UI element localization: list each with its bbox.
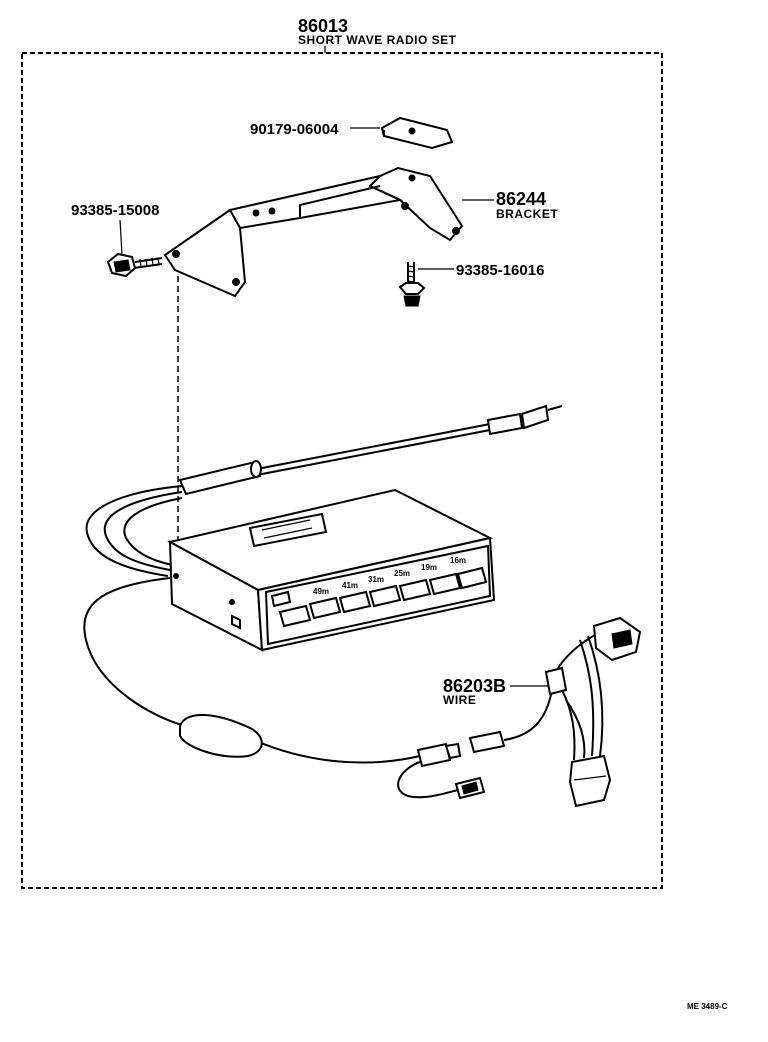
band-label-25m: 25m [394,569,410,578]
power-cable [83,577,486,800]
band-labels: 49m 41m 31m 25m 19m 16m [313,556,466,596]
band-label-49m: 49m [313,587,329,596]
part-label-93385-15008: 93385-15008 [71,202,159,219]
part-label-90179-06004: 90179-06004 [250,121,339,138]
leader-93385-15008 [119,219,123,256]
part-label-93385-16016: 93385-16016 [456,262,544,279]
wire-harness-86203B [468,616,642,808]
radio-cables [85,485,183,577]
illustration-code: ME 3489-C [687,1002,728,1011]
assembly-name: SHORT WAVE RADIO SET [298,33,457,47]
part-label-86203B: 86203B [443,676,506,696]
band-label-31m: 31m [368,575,384,584]
assembly-boundary [21,52,663,889]
part-name-wire: WIRE [443,693,476,707]
band-label-16m: 16m [450,556,466,565]
band-label-41m: 41m [342,581,358,590]
assembly-part-number: 86013 [298,16,348,36]
band-label-19m: 19m [421,563,437,572]
bracket-86244 [163,166,464,298]
band-buttons [278,566,488,628]
antenna-lead [178,404,563,496]
radio-unit [167,488,496,652]
part-label-86244: 86244 [496,189,546,209]
plate-90179-06004 [380,116,454,150]
part-name-bracket: BRACKET [496,207,558,221]
bolt-93385-15008 [106,252,163,278]
screw-93385-16016 [398,262,426,307]
